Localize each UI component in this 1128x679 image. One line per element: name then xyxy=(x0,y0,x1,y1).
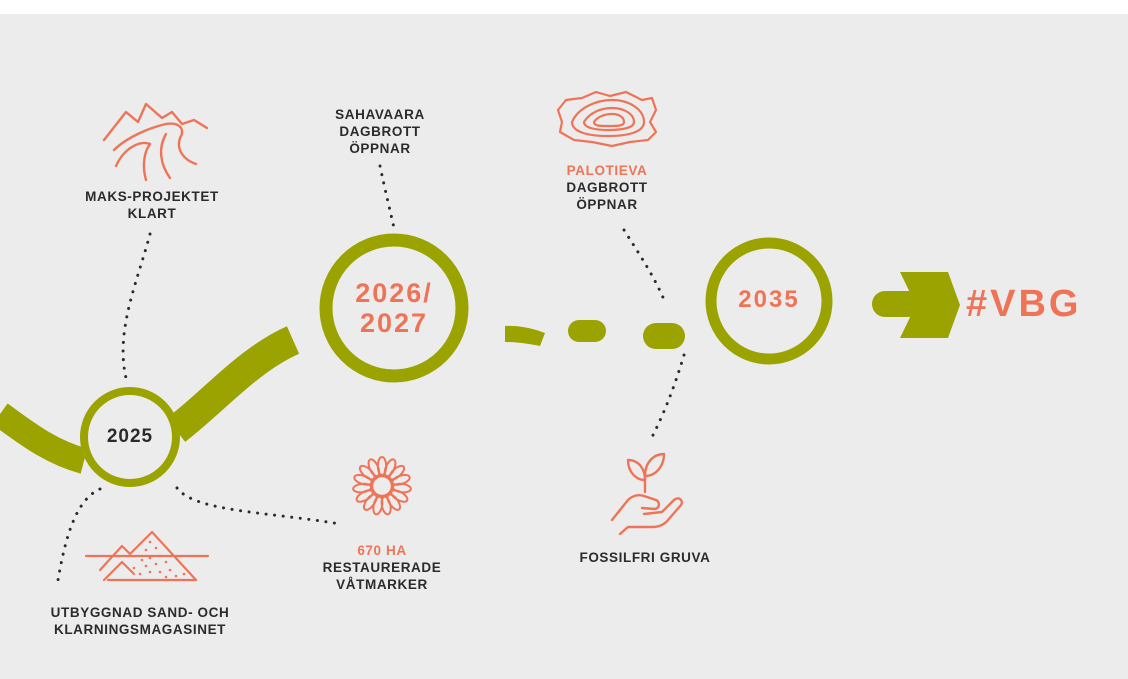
label-sand-line1: UTBYGGNAD SAND- OCH xyxy=(50,605,230,620)
label-palotieva-line3: ÖPPNAR xyxy=(576,197,638,212)
connector-fossil xyxy=(648,353,686,443)
path-dash-1 xyxy=(505,325,545,346)
label-wetland-area: 670 HA xyxy=(357,543,407,558)
arrow-icon xyxy=(872,272,960,338)
year-2025: 2025 xyxy=(106,426,154,447)
year-2026-line2: 2027 xyxy=(359,308,429,338)
label-fossilfri-gruva: FOSSILFRI GRUVA xyxy=(579,550,711,565)
connector-sahavaara xyxy=(378,164,396,230)
label-sahavaara-line2: DAGBROTT xyxy=(339,124,421,139)
label-sahavaara: SAHAVAARA DAGBROTT ÖPPNAR xyxy=(325,106,435,157)
label-vatmarker: 670 HA RESTAURERADE VÅTMARKER xyxy=(312,542,452,593)
label-sand-line2: KLARNINGSMAGASINET xyxy=(53,622,227,637)
flower-icon xyxy=(352,456,412,516)
label-wetland-line2: RESTAURERADE xyxy=(322,560,442,575)
open-pit-icon xyxy=(556,90,658,148)
year-2026-line1: 2026/ xyxy=(355,278,433,308)
milestone-circle-2035 xyxy=(705,237,833,365)
label-palotieva-line2: DAGBROTT xyxy=(566,180,648,195)
year-2026-2027: 2026/ 2027 xyxy=(334,278,454,338)
label-sahavaara-line1: SAHAVAARA xyxy=(335,107,425,122)
label-maks-line1: MAKS-PROJEKTET xyxy=(85,189,219,204)
connector-wetland xyxy=(175,486,342,526)
label-maks-projektet: MAKS-PROJEKTET KLART xyxy=(72,188,232,222)
path-segment-middle xyxy=(166,326,300,442)
connector-sand xyxy=(56,487,102,582)
timeline-background xyxy=(0,14,1128,679)
year-2035: 2035 xyxy=(738,286,800,313)
label-palotieva-name: PALOTIEVA xyxy=(566,163,648,178)
sand-pile-icon xyxy=(84,530,210,582)
path-dash-3 xyxy=(643,323,685,349)
hashtag-vbg: #VBG xyxy=(966,283,1082,325)
path-dash-2 xyxy=(568,320,606,342)
label-maks-line2: KLART xyxy=(127,206,177,221)
mountain-road-icon xyxy=(102,102,209,182)
connector-maks xyxy=(121,232,152,380)
label-wetland-line3: VÅTMARKER xyxy=(336,577,428,592)
label-sahavaara-line3: ÖPPNAR xyxy=(349,141,411,156)
label-sand-magasinet: UTBYGGNAD SAND- OCH KLARNINGSMAGASINET xyxy=(40,604,240,638)
path-segment-left xyxy=(0,403,88,474)
connector-palotieva xyxy=(622,228,667,304)
milestone-circle-2025 xyxy=(80,387,180,487)
hand-plant-icon xyxy=(610,452,683,536)
label-palotieva: PALOTIEVA DAGBROTT ÖPPNAR xyxy=(552,162,662,213)
milestone-circle-2026 xyxy=(319,233,469,383)
